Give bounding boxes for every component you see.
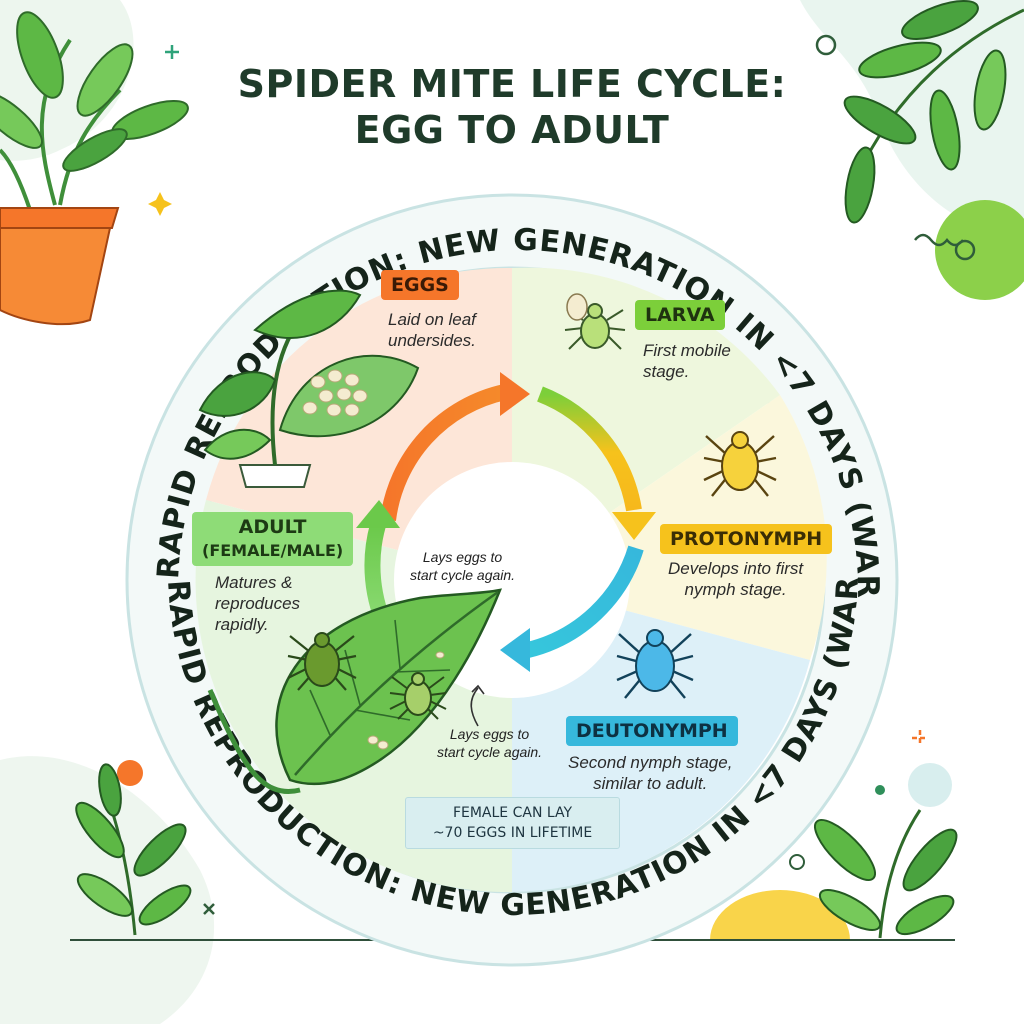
larva-description: First mobile stage. xyxy=(643,341,731,381)
arrow-eggs-to-larva xyxy=(380,384,507,522)
protonymph-label: PROTONYMPH xyxy=(660,524,833,554)
arrow-larva-to-protonymph xyxy=(537,386,642,512)
top-right-foliage xyxy=(843,0,1024,224)
adult-leaf-illustration xyxy=(207,588,503,794)
page-subtitle: EGG TO ADULT xyxy=(354,108,670,152)
sparkle-icon xyxy=(148,192,172,216)
orange-dot xyxy=(117,760,143,786)
fact-line-1: FEMALE CAN LAY xyxy=(452,805,573,821)
teal-dot xyxy=(908,763,952,807)
eggs-description: Laid on leaf undersides. xyxy=(388,310,476,350)
cross-icon xyxy=(203,903,215,915)
larva-label: LARVA xyxy=(635,300,725,330)
plus-icon xyxy=(165,45,179,59)
bottom-left-plant xyxy=(75,763,192,936)
small-curved-arrow-icon xyxy=(470,687,479,727)
adult-label: ADULT (FEMALE/MALE) xyxy=(192,512,354,566)
egg-cluster xyxy=(302,369,368,417)
egg-count-fact-box: FEMALE CAN LAY ~70 EGGS IN LIFETIME xyxy=(405,797,620,849)
larva-mite-icon xyxy=(564,293,626,350)
top-right-blob xyxy=(800,0,1024,232)
leaf-note: Lays eggs to start cycle again. xyxy=(437,726,543,760)
adult-mite-icon xyxy=(389,672,447,720)
eggs-plant-illustration xyxy=(198,289,420,488)
arrowhead-icon xyxy=(500,628,530,672)
bottom-right-plant xyxy=(814,809,958,939)
deutonymph-description: Second nymph stage, similar to adult. xyxy=(568,753,733,793)
protonymph-mite-icon xyxy=(703,431,777,497)
plus-icon xyxy=(912,730,928,746)
sun-shape xyxy=(710,890,850,940)
outline-circle-icon xyxy=(815,34,837,56)
adult-mite-icon xyxy=(287,632,357,691)
adult-description: Matures & reproduces rapidly. xyxy=(215,573,301,634)
arrowhead-icon xyxy=(356,500,400,528)
potted-plant-illustration xyxy=(0,11,189,326)
arrowhead-icon xyxy=(612,512,656,540)
eggs-label: EGGS xyxy=(381,270,459,300)
page-title: SPIDER MITE LIFE CYCLE: xyxy=(237,62,787,106)
deutonymph-label: DEUTONYMPH xyxy=(566,716,738,746)
protonymph-description: Develops into first nymph stage. xyxy=(668,559,804,599)
deutonymph-mite-icon xyxy=(616,629,694,699)
outline-circle-icon xyxy=(954,239,976,261)
green-dot xyxy=(935,200,1024,300)
squiggle-icon xyxy=(914,233,964,247)
center-note: Lays eggs to start cycle again. xyxy=(410,549,516,583)
arrowhead-icon xyxy=(500,372,530,416)
arrow-protonymph-to-deutonymph xyxy=(526,545,644,658)
fact-line-2: ~70 EGGS IN LIFETIME xyxy=(432,825,593,841)
adult-title: ADULT xyxy=(238,516,307,538)
adult-sublabel: (FEMALE/MALE) xyxy=(202,541,344,560)
